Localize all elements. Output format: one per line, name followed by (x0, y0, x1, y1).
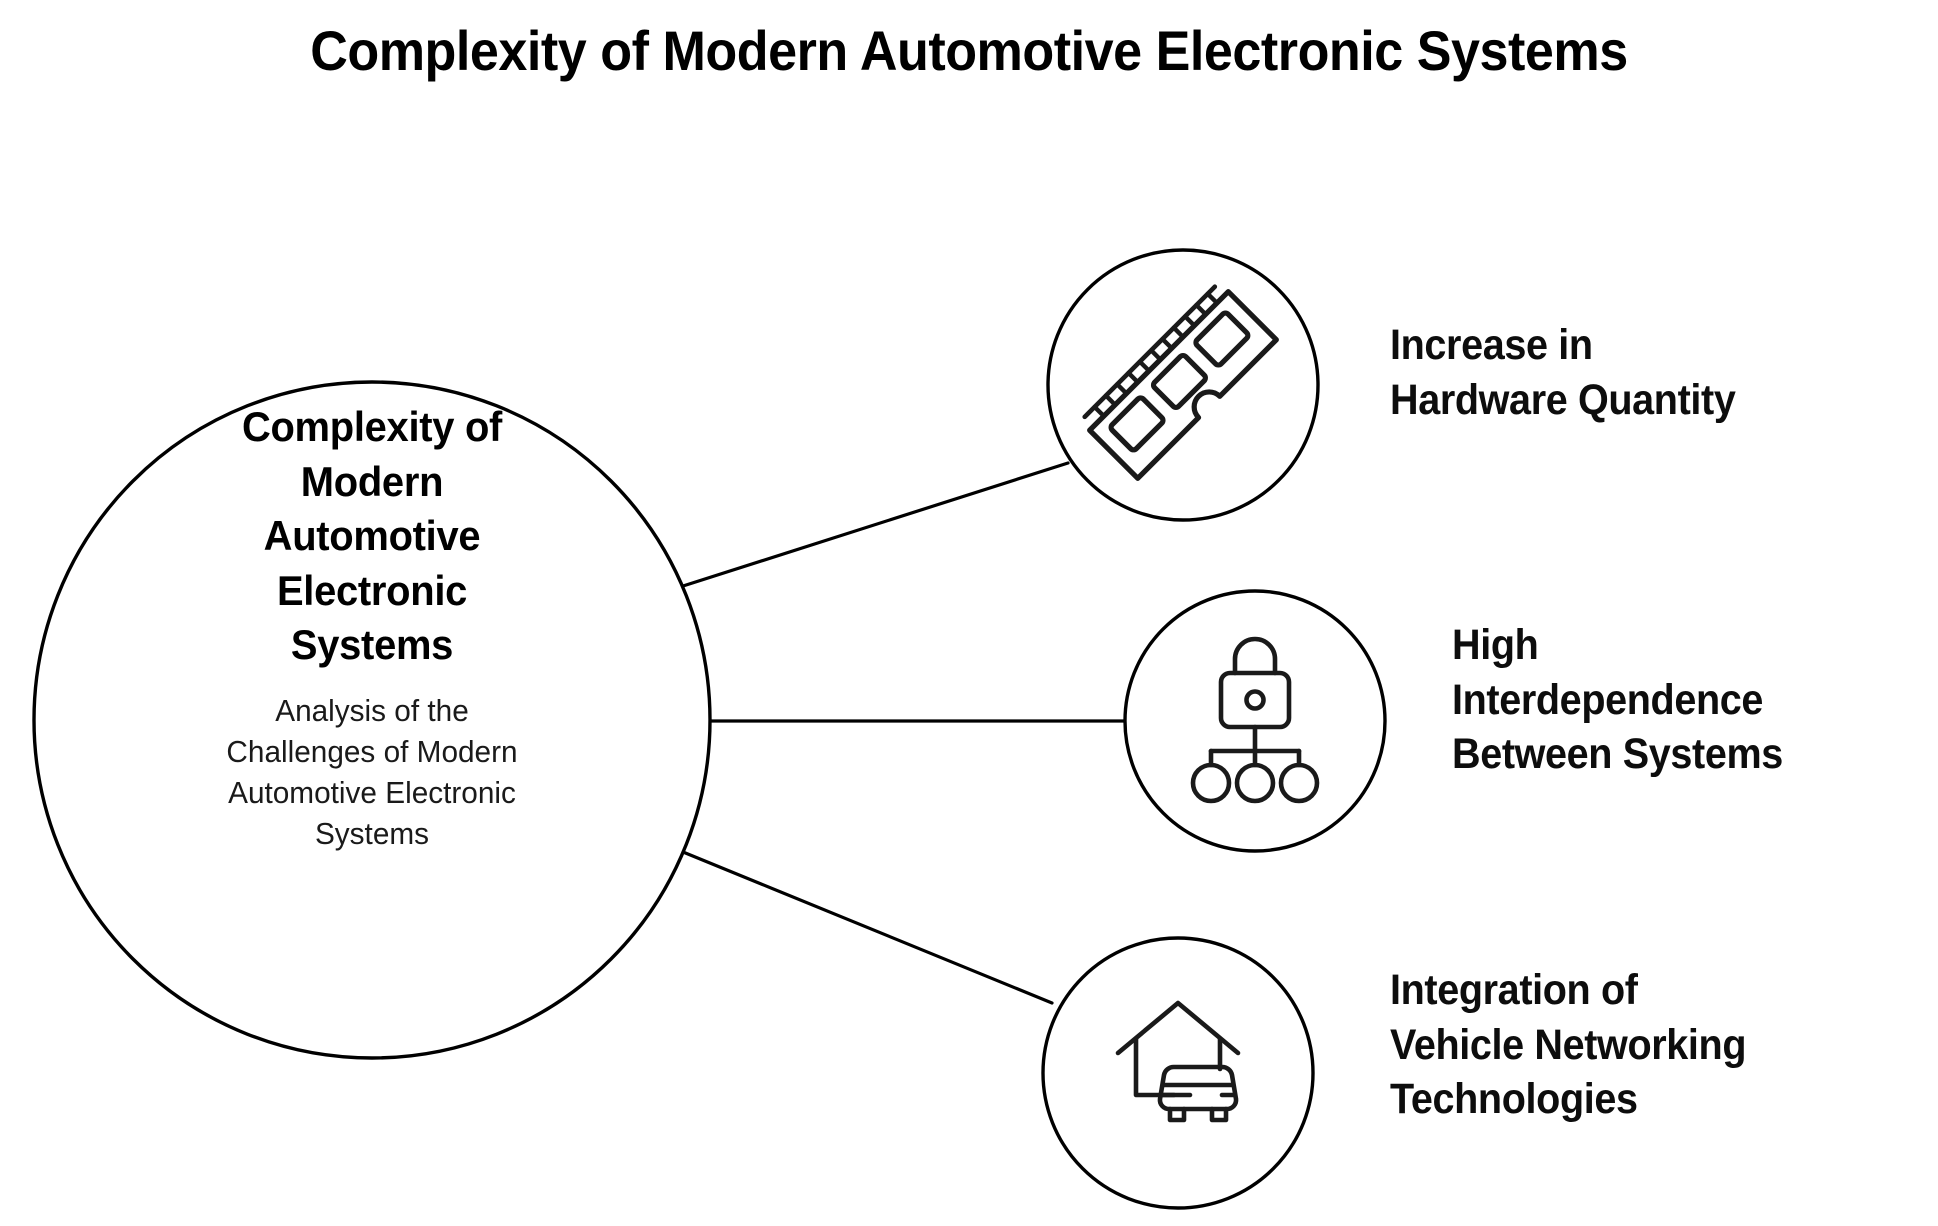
networking-node-circle[interactable] (1041, 936, 1315, 1210)
connector-to-hardware (681, 461, 1070, 588)
center-node-text: Complexity of Modern Automotive Electron… (122, 400, 622, 855)
branch-node-networking[interactable] (1041, 936, 1315, 1210)
branch-node-interdependence[interactable] (1123, 589, 1387, 853)
branch-label-hardware: Increase in Hardware Quantity (1390, 321, 1736, 424)
connector-to-networking (681, 850, 1054, 1005)
lock-hierarchy-icon (1190, 636, 1320, 804)
branch-node-hardware[interactable] (1046, 248, 1320, 522)
branch-label-interdependence: High Interdependence Between Systems (1452, 621, 1783, 779)
center-node-circle[interactable] (32, 380, 712, 1060)
page-title: Complexity of Modern Automotive Electron… (310, 19, 1628, 82)
interdependence-node-circle[interactable] (1123, 589, 1387, 853)
house-car-icon (1115, 1000, 1241, 1123)
center-node-title: Complexity of Modern Automotive Electron… (241, 403, 503, 669)
branch-label-networking: Integration of Vehicle Networking Techno… (1390, 966, 1747, 1124)
center-node-subtitle: Analysis of the Challenges of Modern Aut… (226, 692, 518, 851)
connector-group (681, 461, 1127, 1005)
hardware-node-circle[interactable] (1046, 248, 1320, 522)
memory-module-icon (1082, 284, 1279, 481)
